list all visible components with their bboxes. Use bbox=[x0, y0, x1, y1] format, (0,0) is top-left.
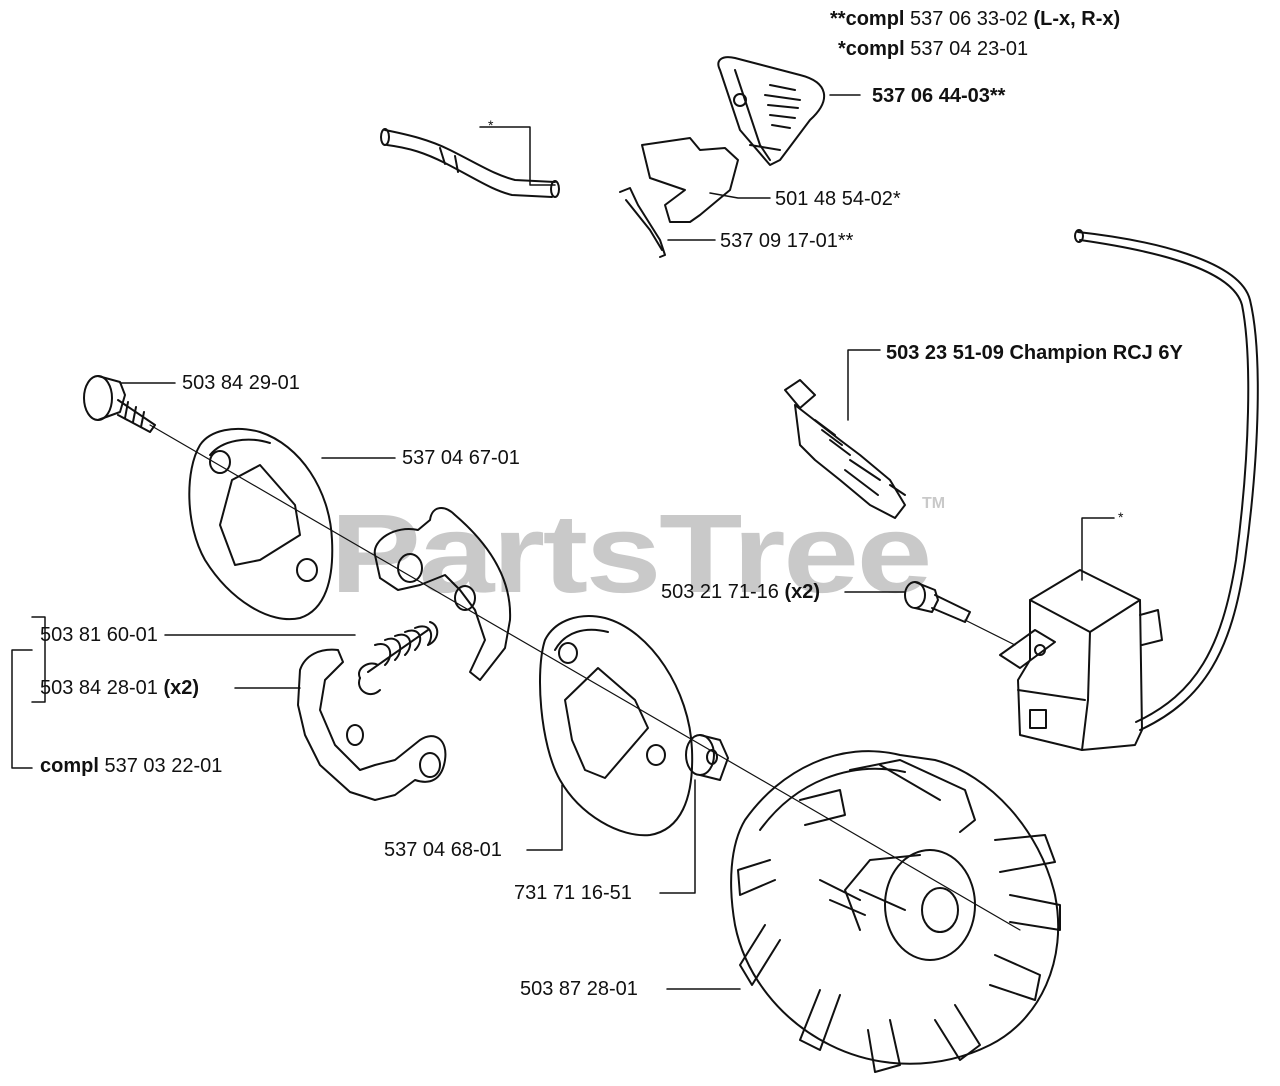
clutch-weight-lower-part bbox=[297, 648, 447, 801]
label-qty: (x2) bbox=[784, 581, 821, 603]
label-503217116: 503 21 71-16 (x2) bbox=[661, 581, 820, 603]
label-537064403: 537 06 44-03** bbox=[872, 85, 1006, 107]
label-number: 537 06 33-02 bbox=[910, 8, 1028, 30]
guard-plate-part bbox=[717, 56, 826, 166]
label-731711651: 731 71 16-51 bbox=[514, 882, 632, 904]
label-qty: (x2) bbox=[163, 677, 200, 699]
ignition-module-part bbox=[999, 569, 1163, 751]
spark-plug-part bbox=[784, 379, 906, 519]
svg-text:TM: TM bbox=[922, 495, 945, 512]
label-537046701: 537 04 67-01 bbox=[402, 447, 520, 469]
label-ignition-asterisk: * bbox=[1118, 509, 1124, 525]
label-number: 537 03 22-01 bbox=[104, 755, 223, 777]
label-number: 503 84 28-01 bbox=[40, 677, 158, 699]
label-number: 537 04 23-01 bbox=[910, 38, 1029, 60]
label-suffix: (L-x, R-x) bbox=[1033, 8, 1121, 30]
label-spark-plug: 503 23 51-09 Champion RCJ 6Y bbox=[886, 342, 1183, 364]
label-537091701: 537 09 17-01** bbox=[720, 230, 854, 252]
label-prefix: **compl bbox=[830, 8, 905, 30]
label-503816001: 503 81 60-01 bbox=[40, 624, 158, 646]
clutch-weight-upper-part bbox=[373, 507, 512, 681]
label-503842901: 503 84 29-01 bbox=[182, 372, 300, 394]
label-prefix: compl bbox=[40, 755, 99, 777]
partstree-watermark: PartsTree TM bbox=[330, 491, 945, 616]
ignition-screw-part bbox=[904, 581, 971, 623]
ignition-axis-line bbox=[964, 619, 1016, 646]
ignition-lead-part bbox=[1077, 231, 1259, 731]
label-503872801: 503 87 28-01 bbox=[520, 978, 638, 1000]
shield-part bbox=[641, 137, 739, 223]
label-compl-537032201: compl 537 03 22-01 bbox=[40, 755, 222, 777]
clutch-spring-part bbox=[358, 621, 439, 696]
fuel-hose-part bbox=[380, 128, 560, 198]
label-503842801: 503 84 28-01 (x2) bbox=[40, 677, 199, 699]
washer-part bbox=[685, 734, 729, 781]
svg-text:PartsTree: PartsTree bbox=[330, 491, 930, 616]
flywheel-part bbox=[730, 750, 1061, 1073]
label-compl-537042301: *compl 537 04 23-01 bbox=[838, 38, 1028, 60]
label-number: 503 21 71-16 bbox=[661, 581, 779, 603]
clutch-plate-part bbox=[188, 427, 334, 621]
bracket-part bbox=[619, 187, 666, 258]
label-compl-537063302: **compl 537 06 33-02 (L-x, R-x) bbox=[830, 8, 1120, 30]
leader-lines bbox=[11, 94, 1115, 990]
label-537046801: 537 04 68-01 bbox=[384, 839, 502, 861]
clutch-drum-plate-part bbox=[539, 615, 694, 837]
screw-part bbox=[83, 375, 156, 433]
label-hose-asterisk: * bbox=[488, 117, 494, 133]
label-prefix: *compl bbox=[838, 38, 905, 60]
label-501485402: 501 48 54-02* bbox=[775, 188, 901, 210]
